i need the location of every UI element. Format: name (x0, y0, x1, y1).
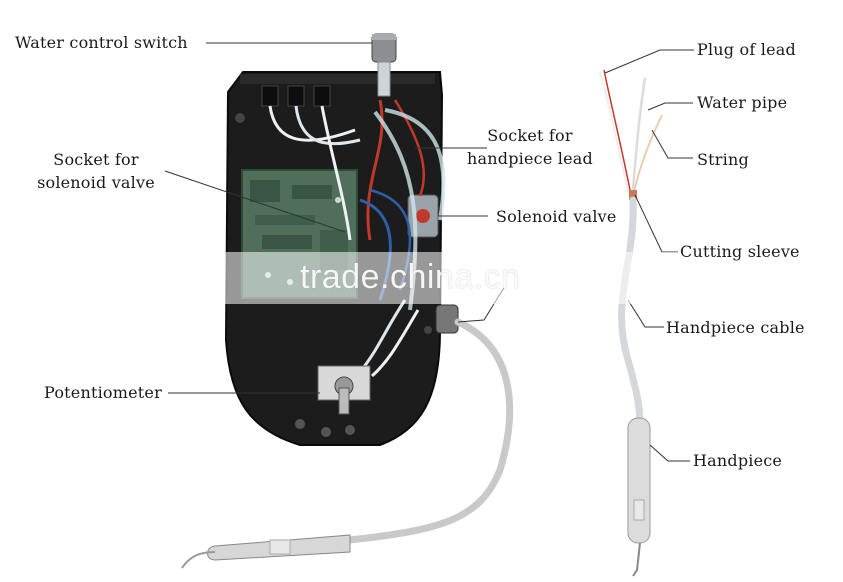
watermark-text: trade.china.cn (300, 258, 521, 296)
label-solenoid-valve: Solenoid valve (496, 207, 617, 226)
label-potentiometer: Potentiometer (44, 383, 162, 402)
label-socket-handpiece-1: Socket for (487, 126, 573, 145)
cable-port (435, 304, 459, 334)
right-handpiece (627, 417, 651, 577)
label-socket-handpiece-2: handpiece lead (467, 149, 593, 168)
label-socket-solenoid-2: solenoid valve (37, 173, 155, 192)
label-water-control-switch: Water control switch (15, 33, 188, 52)
potentiometer (317, 365, 371, 415)
handpiece-assembly (599, 69, 663, 429)
watermark-band (0, 252, 843, 304)
device-handpiece-cable (346, 318, 514, 544)
label-handpiece-cable: Handpiece cable (666, 318, 805, 337)
label-string: String (697, 150, 749, 169)
water-control-switch (371, 33, 397, 97)
label-socket-solenoid-1: Socket for (53, 150, 139, 169)
label-cutting-sleeve: Cutting sleeve (680, 242, 800, 261)
leader-lines (164, 42, 694, 462)
device-handpiece (181, 534, 351, 569)
label-water-pipe: Water pipe (697, 93, 788, 112)
label-handpiece: Handpiece (693, 451, 783, 470)
label-plug-of-lead: Plug of lead (697, 40, 796, 59)
